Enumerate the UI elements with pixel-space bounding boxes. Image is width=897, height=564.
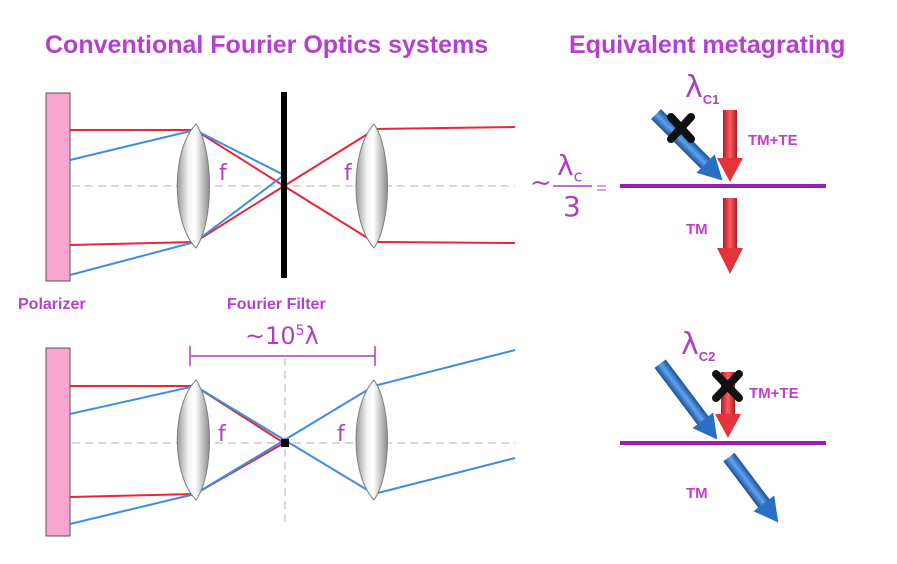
focal-stop — [281, 439, 289, 447]
thickness-denominator: 3 — [563, 190, 581, 223]
distance-prefix: ~10 — [245, 322, 296, 350]
red-arrow-head — [715, 414, 741, 438]
ray-blue — [373, 457, 516, 495]
ray-red — [283, 185, 375, 243]
lambda-c2-symbol: λ — [681, 327, 699, 362]
blue-arrow-shaft — [654, 359, 710, 426]
tm-te-label: TM+TE — [748, 132, 798, 149]
ray-blue — [69, 241, 196, 276]
conventional-systems-heading: Conventional Fourier Optics systems — [45, 31, 489, 59]
tm-label: TM — [686, 221, 708, 238]
bottom-lens-1 — [176, 379, 210, 501]
metagrating-top — [553, 109, 826, 274]
top-lens-2 — [355, 123, 388, 249]
ray-blue — [194, 129, 285, 176]
focal-length-label: f — [218, 422, 226, 447]
lambda-c1-symbol: λ — [685, 70, 703, 105]
ray-red — [69, 241, 196, 246]
distance-exponent: 5 — [295, 323, 305, 339]
focal-length-label: f — [344, 161, 352, 186]
ray-red — [373, 241, 516, 244]
thickness-numerator: λc — [557, 152, 582, 185]
focal-length-label: f — [219, 161, 227, 186]
ray-blue — [373, 349, 516, 387]
bottom-lens-2 — [355, 379, 388, 501]
ray-red — [194, 129, 285, 187]
ray-blue — [69, 385, 196, 415]
polarizer-label: Polarizer — [18, 296, 86, 313]
thickness-subscript: c — [573, 166, 583, 186]
distance-label: ~105λ — [245, 324, 319, 348]
top-polarizer — [45, 92, 71, 282]
lambda-c2-subscript: C2 — [698, 349, 716, 364]
focal-length-label: f — [337, 422, 345, 447]
ray-red — [194, 185, 285, 243]
ray-red — [283, 129, 375, 187]
bottom-polarizer — [45, 347, 71, 537]
top-system — [45, 92, 516, 282]
equivalent-metagrating-heading: Equivalent metagrating — [569, 31, 846, 59]
distance-lambda: λ — [304, 322, 319, 350]
red-arrow-head — [717, 248, 743, 274]
blocked-x-marker-1 — [667, 113, 695, 143]
blocked-x-marker-2 — [712, 370, 743, 402]
ray-red — [69, 493, 196, 498]
thickness-tilde: ~ — [530, 168, 552, 198]
lambda-c1-label: λC1 — [685, 70, 720, 107]
red-arrow-head — [717, 158, 743, 182]
ray-blue — [69, 493, 196, 525]
blue-arrow-head — [753, 495, 779, 523]
tm-te-label: TM+TE — [749, 385, 799, 402]
fourier-filter — [281, 92, 287, 278]
ray-blue — [194, 174, 285, 243]
blue-arrow-shaft — [723, 452, 771, 510]
red-arrow-shaft — [723, 110, 737, 160]
blue-arrow-head — [696, 154, 723, 181]
fourier-filter-label: Fourier Filter — [227, 296, 326, 313]
tm-label: TM — [686, 485, 708, 502]
ray-red — [373, 126, 516, 130]
lambda-c2-label: λC2 — [681, 327, 716, 364]
thickness-lambda: λ — [557, 149, 574, 182]
metagrating-bottom — [620, 359, 826, 523]
top-lens-1 — [176, 123, 210, 249]
blue-arrow-head — [692, 412, 718, 440]
lambda-c1-subscript: C1 — [702, 92, 720, 107]
blue-arrow-shaft — [651, 109, 711, 169]
red-arrow-shaft — [723, 198, 737, 250]
ray-blue — [69, 129, 196, 161]
bottom-system — [45, 346, 516, 537]
